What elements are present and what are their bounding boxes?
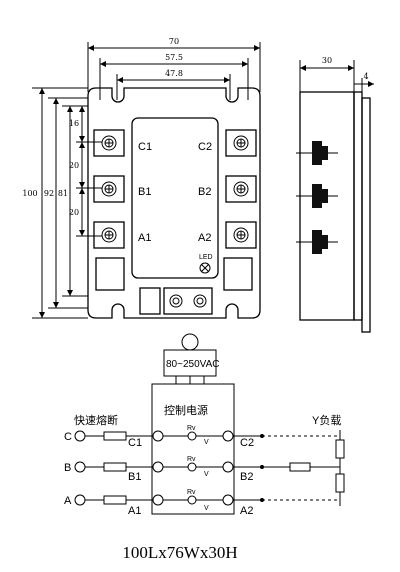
dim-pitch-1: 20	[69, 161, 79, 170]
led-label: LED	[199, 254, 213, 261]
terminal-label-a1: A1	[138, 232, 151, 244]
screw-slots	[105, 139, 245, 239]
control-supply-label: 控制电源	[164, 403, 208, 417]
dim-height-total: 100	[22, 189, 37, 198]
output-label-c2: C2	[240, 437, 254, 449]
terminal-label-b1: B1	[138, 186, 151, 198]
fuse-label: 快速熔断	[74, 413, 118, 427]
rv-label-c: Rv	[187, 425, 196, 432]
input-label-b1: B1	[128, 471, 141, 483]
output-label-b2: B2	[240, 471, 253, 483]
output-label-a2: A2	[240, 505, 253, 517]
dim-pitch-top: 16	[69, 119, 79, 128]
dim-width-total: 70	[169, 37, 179, 46]
phase-label-b: B	[64, 462, 71, 474]
terminal-label-c1: C1	[138, 141, 152, 153]
supply-label: 80~250VAC	[166, 359, 219, 370]
dim-pitch-2: 20	[69, 208, 79, 217]
dim-height-81: 81	[58, 189, 68, 198]
rv-label-b: Rv	[187, 456, 196, 463]
junction-dots	[260, 434, 264, 502]
width-dimensions	[87, 42, 261, 100]
input-label-a1: A1	[128, 505, 141, 517]
phase-label-a: A	[64, 495, 72, 507]
phase-label-c: C	[64, 431, 72, 443]
relay-top-view	[87, 87, 261, 319]
side-terminals	[312, 141, 328, 254]
dim-width-inner: 47.8	[165, 69, 183, 78]
terminal-label-a2: A2	[198, 232, 211, 244]
terminal-label-c2: C2	[198, 141, 212, 153]
dim-side-depth: 30	[322, 56, 332, 65]
dim-height-92: 92	[44, 189, 54, 198]
v-label-b: V	[204, 471, 209, 478]
relay-side-view	[296, 60, 374, 333]
rv-label-a: Rv	[187, 489, 196, 496]
led-icon	[199, 262, 211, 274]
schematic	[74, 333, 345, 515]
terminal-label-b2: B2	[198, 186, 211, 198]
dim-side-lip: 4	[363, 72, 368, 81]
load-label: Y负载	[312, 413, 341, 427]
input-label-c1: C1	[128, 437, 142, 449]
v-label-a: V	[204, 505, 209, 512]
v-label-c: V	[204, 439, 209, 446]
size-caption: 100Lx76Wx30H	[122, 543, 237, 562]
dim-width-mid: 57.5	[165, 53, 183, 62]
